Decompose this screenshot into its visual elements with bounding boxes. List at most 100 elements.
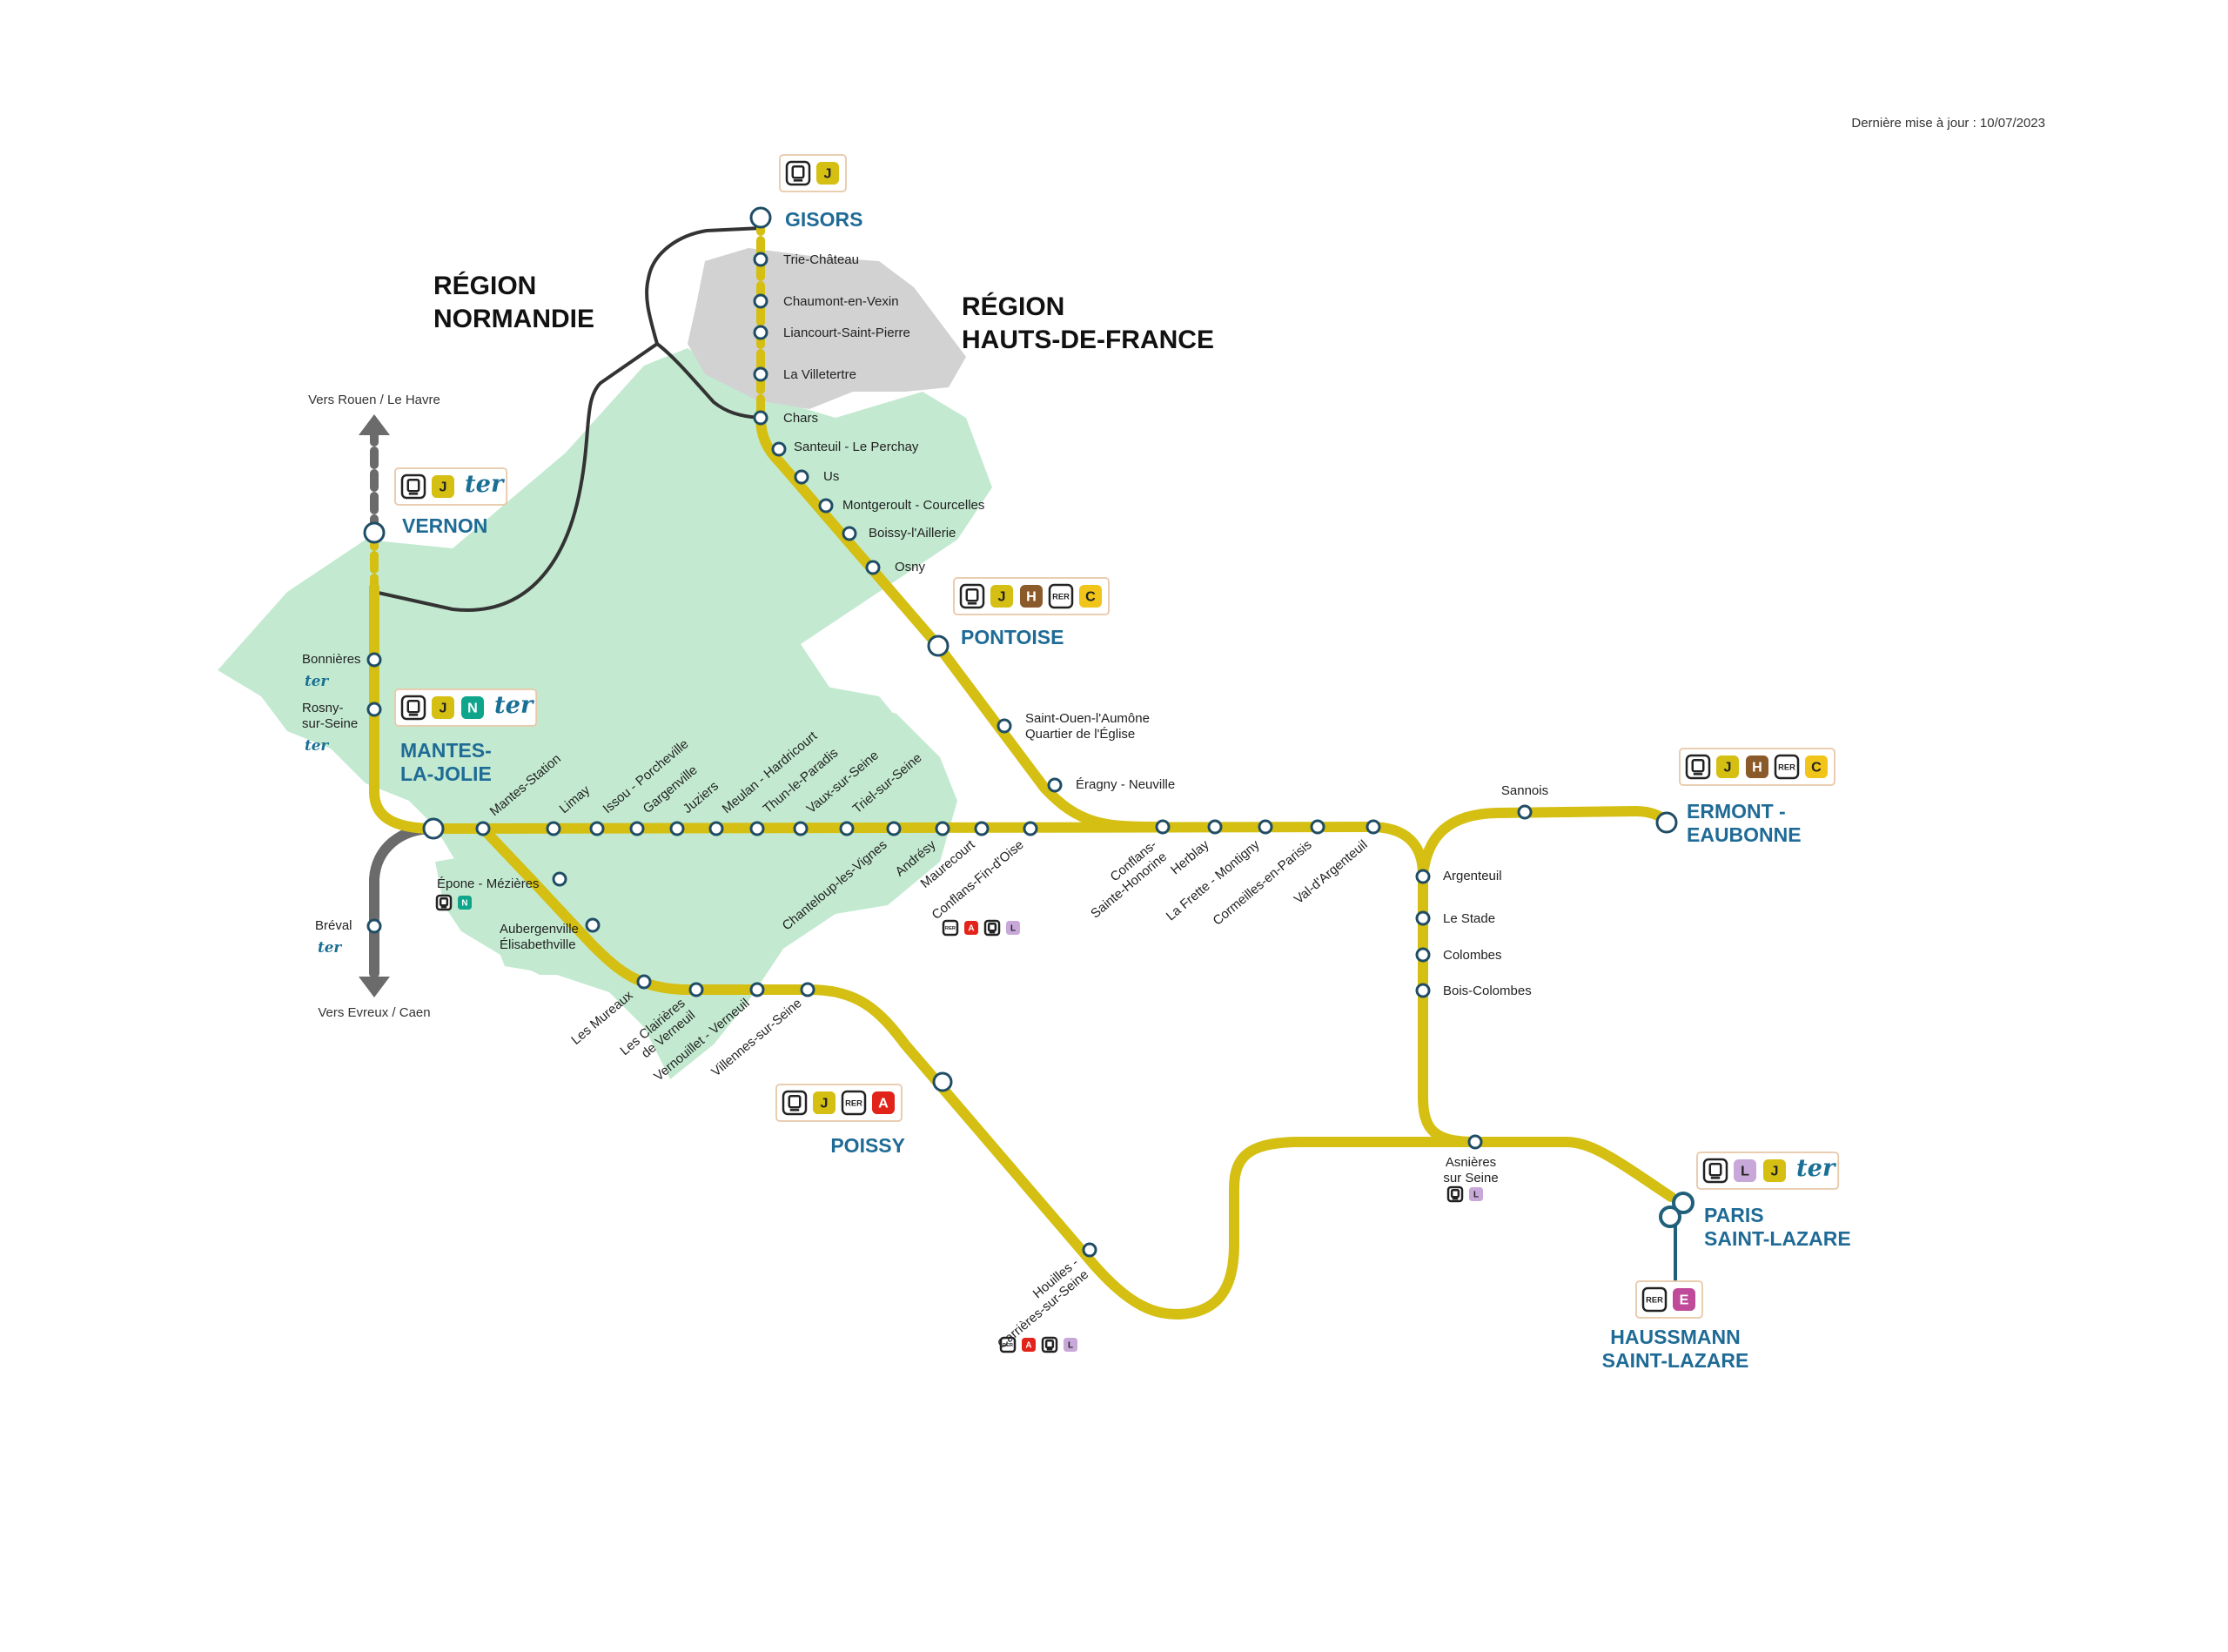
station-asnieres-dot[interactable] xyxy=(1467,1134,1483,1150)
line-J-badge: J xyxy=(1763,1159,1786,1182)
svg-text:RÉGION: RÉGION xyxy=(962,292,1064,321)
station-chars-dot[interactable] xyxy=(753,410,768,426)
line-A-badge: A xyxy=(1022,1338,1036,1352)
station-argenteuil-dot[interactable] xyxy=(1415,869,1431,884)
svg-text:ter: ter xyxy=(494,691,535,719)
line-J-badge: J xyxy=(990,585,1013,608)
train-icon xyxy=(1685,754,1711,780)
svg-text:RÉGION: RÉGION xyxy=(433,271,536,300)
station-rosny-dot[interactable] xyxy=(366,702,382,717)
station-cormeilles-name-line: Cormeilles-en-Parisis xyxy=(1210,837,1314,929)
station-mantes-name-line: MANTES- xyxy=(400,739,492,762)
station-lestade-label: Le Stade xyxy=(1443,911,1495,926)
svg-text:J: J xyxy=(821,1096,829,1111)
station-colombes-dot[interactable] xyxy=(1415,947,1431,963)
station-boiscolombes-dot[interactable] xyxy=(1415,983,1431,998)
station-epone-dot[interactable] xyxy=(552,871,567,887)
svg-text:NORMANDIE: NORMANDIE xyxy=(433,305,594,333)
station-boiscolombes-label: Bois-Colombes xyxy=(1443,984,1532,998)
station-houilles-dot[interactable] xyxy=(1082,1242,1097,1258)
station-liancourt-dot[interactable] xyxy=(753,325,768,340)
svg-text:C: C xyxy=(1811,760,1822,776)
station-lestade-dot[interactable] xyxy=(1415,910,1431,926)
station-boissy-dot[interactable] xyxy=(842,526,857,541)
station-eragny-dot[interactable] xyxy=(1047,777,1063,793)
station-issou-dot[interactable] xyxy=(589,821,605,836)
station-santeuil-name-line: Santeuil - Le Perchay xyxy=(794,440,919,454)
ter-logo: ter xyxy=(318,938,342,956)
station-juziers-dot[interactable] xyxy=(669,821,685,836)
paris-loop-bottom xyxy=(1659,1205,1681,1228)
station-cormeilles-dot[interactable] xyxy=(1310,819,1325,835)
station-andresy-dot[interactable] xyxy=(935,821,950,836)
station-poissy-dot[interactable] xyxy=(932,1071,953,1092)
line-j-mantes-ermont xyxy=(428,822,1676,1202)
station-conflansfin-name-line: Conflans-Fin-d'Oise xyxy=(929,837,1026,923)
station-vernouillet-dot[interactable] xyxy=(749,982,765,997)
station-thun-dot[interactable] xyxy=(749,821,765,836)
station-eragny-label: Éragny - Neuville xyxy=(1076,777,1175,792)
station-ermont-dot[interactable] xyxy=(1655,811,1678,834)
station-saintouen-name-line: Quartier de l'Église xyxy=(1025,727,1135,742)
station-chanteloup-dot[interactable] xyxy=(886,821,902,836)
station-santeuil-dot[interactable] xyxy=(771,441,787,457)
border-hauts-de-france xyxy=(655,342,761,420)
svg-text:E: E xyxy=(1680,1293,1689,1308)
line-j-ermont-branch xyxy=(1418,806,1672,880)
station-pontoise-dot[interactable] xyxy=(927,635,950,657)
station-clairieres-dot[interactable] xyxy=(688,982,704,997)
station-villetertre-dot[interactable] xyxy=(753,366,768,382)
svg-text:J: J xyxy=(824,166,832,182)
station-osny-dot[interactable] xyxy=(865,560,881,575)
station-herblay-name-line: Herblay xyxy=(1168,837,1212,878)
station-gargenville-dot[interactable] xyxy=(629,821,645,836)
station-villennes-dot[interactable] xyxy=(800,982,815,997)
ter-logo: ter xyxy=(305,736,329,754)
direction-north: Vers Rouen / Le Havre xyxy=(308,393,440,435)
station-gisors-dot[interactable] xyxy=(749,206,772,229)
station-aubergenville-dot[interactable] xyxy=(585,917,601,933)
station-vernon-dot[interactable] xyxy=(363,521,386,544)
station-mantesstation-dot[interactable] xyxy=(475,821,491,836)
station-herblay-dot[interactable] xyxy=(1207,819,1223,835)
station-conflanssh-dot[interactable] xyxy=(1155,819,1171,835)
station-meulan-dot[interactable] xyxy=(708,821,724,836)
station-mantes-dot[interactable] xyxy=(422,817,445,840)
station-valdargenteuil-dot[interactable] xyxy=(1366,819,1381,835)
station-conflanssh-label: Conflans-Sainte-Honorine xyxy=(1088,837,1170,921)
station-breval-dot[interactable] xyxy=(366,918,382,934)
station-lafrette-dot[interactable] xyxy=(1258,819,1273,835)
station-montgeroult-name-line: Montgeroult - Courcelles xyxy=(842,498,984,513)
svg-text:RER: RER xyxy=(945,926,956,931)
svg-text:RER: RER xyxy=(1778,762,1795,771)
station-triel-dot[interactable] xyxy=(839,821,855,836)
station-conflansfin-label: Conflans-Fin-d'Oise xyxy=(929,837,1026,923)
arrow-up-icon xyxy=(359,414,390,435)
train-icon xyxy=(983,919,1001,937)
station-poissy-name-line: POISSY xyxy=(830,1134,905,1157)
station-conflansfin-dot[interactable] xyxy=(1023,821,1038,836)
station-argenteuil-label: Argenteuil xyxy=(1443,869,1502,883)
station-bonnieres-dot[interactable] xyxy=(366,652,382,668)
station-lesmureaux-dot[interactable] xyxy=(636,974,652,990)
station-trie-dot[interactable] xyxy=(753,252,768,267)
station-vaux-dot[interactable] xyxy=(793,821,809,836)
station-saintouen-dot[interactable] xyxy=(997,718,1012,734)
station-maurecourt-dot[interactable] xyxy=(974,821,990,836)
line-C-badge: C xyxy=(1079,585,1102,608)
station-chaumont-dot[interactable] xyxy=(753,293,768,309)
station-us-dot[interactable] xyxy=(794,469,809,485)
station-montgeroult-dot[interactable] xyxy=(818,498,834,514)
station-limay-dot[interactable] xyxy=(546,821,561,836)
station-lestade-name-line: Le Stade xyxy=(1443,911,1495,926)
line-H-badge: H xyxy=(1746,755,1768,778)
station-sannois-dot[interactable] xyxy=(1517,804,1533,820)
station-us-name-line: Us xyxy=(823,469,839,484)
train-icon xyxy=(435,894,453,911)
